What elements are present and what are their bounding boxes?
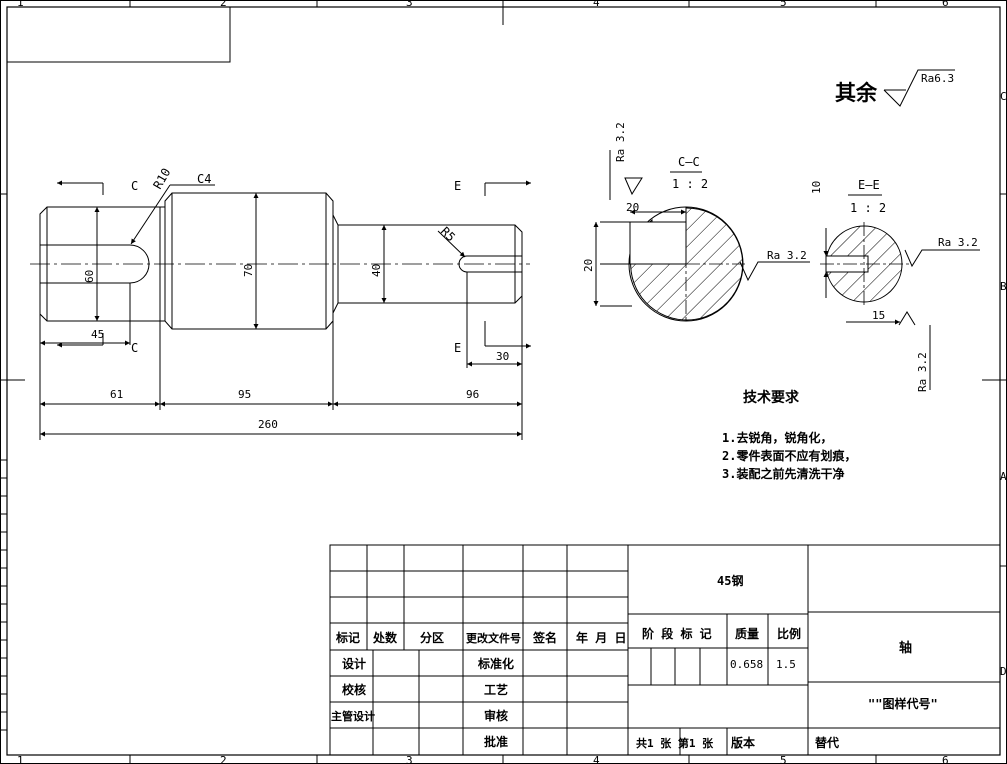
section-cc-key-depth: 20 xyxy=(582,259,595,272)
zone-top-3: 3 xyxy=(406,0,413,9)
material-value: 45钢 xyxy=(717,573,743,588)
header-count: 处数 xyxy=(372,630,398,645)
zone-right-b: B xyxy=(1000,280,1007,293)
section-e-label-top: E xyxy=(454,179,461,193)
section-c-label-top: C xyxy=(131,179,138,193)
roughness-symbol-icon xyxy=(883,69,955,107)
zone-top-5: 5 xyxy=(780,0,787,9)
tech-requirement-item: 1.去锐角，锐角化， xyxy=(722,430,832,445)
section-cc-view xyxy=(593,150,810,322)
part-name: 轴 xyxy=(899,640,912,656)
length-30-label: 30 xyxy=(496,350,509,363)
length-95-label: 95 xyxy=(238,388,251,401)
sheets-text: 共1 张 第1 张 xyxy=(636,736,714,750)
length-260-label: 260 xyxy=(258,418,278,431)
general-roughness: 其余 Ra6.3 xyxy=(835,69,955,107)
general-roughness-label: 其余 xyxy=(835,81,878,105)
section-ee-title: E—E xyxy=(858,178,880,192)
section-ee-key-width: 15 xyxy=(872,309,885,322)
diameter-70-label: 70 xyxy=(242,264,255,277)
section-c-label-bottom: C xyxy=(131,341,138,355)
tech-requirement-item: 2.零件表面不应有划痕， xyxy=(722,448,856,463)
section-ee-key-depth: 10 xyxy=(810,181,823,194)
zone-labels: 1 2 3 4 5 6 1 2 3 4 5 6 C B A D xyxy=(17,0,1007,764)
zone-bottom-2: 2 xyxy=(220,754,227,764)
zone-top-4: 4 xyxy=(593,0,600,9)
technical-requirements: 技术要求 1.去锐角，锐角化， 2.零件表面不应有划痕， 3.装配之前先清洗干净 xyxy=(722,389,856,481)
shaft-labels: C C E E R10 C4 R5 60 70 40 45 30 61 95 9… xyxy=(83,166,509,431)
section-cc-roughness-side: Ra 3.2 xyxy=(767,249,807,262)
zone-bottom-4: 4 xyxy=(593,754,600,764)
section-ee-roughness-side: Ra 3.2 xyxy=(938,236,978,249)
shaft-main-view xyxy=(30,180,531,440)
section-ee-labels: E—E 1 : 2 10 15 Ra 3.2 Ra 3.2 xyxy=(810,178,978,392)
zone-bottom-5: 5 xyxy=(780,754,787,764)
zone-right-c: C xyxy=(1000,90,1007,103)
tech-requirement-item: 3.装配之前先清洗干净 xyxy=(722,466,844,481)
diameter-40-label: 40 xyxy=(370,264,383,277)
length-96-label: 96 xyxy=(466,388,479,401)
section-cc-roughness: Ra 3.2 xyxy=(614,122,627,162)
role-standardization: 标准化 xyxy=(477,656,514,671)
zone-bottom-6: 6 xyxy=(942,754,949,764)
length-45-label: 45 xyxy=(91,328,104,341)
zone-top-1: 1 xyxy=(17,0,24,9)
header-signature: 签名 xyxy=(532,630,557,645)
zone-top-6: 6 xyxy=(942,0,949,9)
stage-label: 阶 段 标 记 xyxy=(642,626,712,641)
zone-top-2: 2 xyxy=(220,0,227,9)
scale-value: 1.5 xyxy=(776,658,796,671)
chamfer-c4-label: C4 xyxy=(197,172,211,186)
section-ee-view xyxy=(820,222,980,390)
section-cc-scale: 1 : 2 xyxy=(672,177,708,191)
zone-bottom-3: 3 xyxy=(406,754,413,764)
role-chief-design: 主管设计 xyxy=(331,709,375,723)
tech-requirements-title: 技术要求 xyxy=(743,389,800,406)
section-ee-roughness-bottom: Ra 3.2 xyxy=(916,352,929,392)
radius-r5-label: R5 xyxy=(438,224,458,244)
section-cc-labels: C—C 1 : 2 20 20 Ra 3.2 Ra 3.2 xyxy=(582,122,807,272)
length-61-label: 61 xyxy=(110,388,123,401)
scale-label: 比例 xyxy=(777,626,801,641)
header-mark: 标记 xyxy=(335,630,360,645)
header-zone: 分区 xyxy=(420,630,444,645)
mass-label: 质量 xyxy=(735,626,759,641)
title-block-text: 45钢 轴 ""图样代号" 标记 处数 分区 更改文件号 签名 年 月 日 阶 … xyxy=(331,573,938,750)
section-ee-scale: 1 : 2 xyxy=(850,201,886,215)
zone-right-d: D xyxy=(1000,665,1007,678)
zone-right-a: A xyxy=(1000,470,1007,483)
role-process: 工艺 xyxy=(484,682,508,697)
replace-label: 替代 xyxy=(815,735,839,750)
section-cc-title: C—C xyxy=(678,155,700,169)
role-check: 校核 xyxy=(342,682,366,697)
general-roughness-value: Ra6.3 xyxy=(921,72,954,85)
section-cc-key-width: 20 xyxy=(626,201,639,214)
section-e-label-bottom: E xyxy=(454,341,461,355)
header-change-doc: 更改文件号 xyxy=(466,631,521,645)
title-block xyxy=(329,544,1001,756)
role-design: 设计 xyxy=(342,656,366,671)
drawing-number: ""图样代号" xyxy=(868,696,938,711)
zone-bottom-1: 1 xyxy=(17,754,24,764)
role-review: 审核 xyxy=(484,708,508,723)
mass-value: 0.658 xyxy=(730,658,763,671)
version-label: 版本 xyxy=(731,735,755,750)
diameter-60-label: 60 xyxy=(83,270,96,283)
role-approve: 批准 xyxy=(484,734,508,749)
radius-r10-label: R10 xyxy=(150,166,173,192)
header-date: 年 月 日 xyxy=(576,630,626,645)
